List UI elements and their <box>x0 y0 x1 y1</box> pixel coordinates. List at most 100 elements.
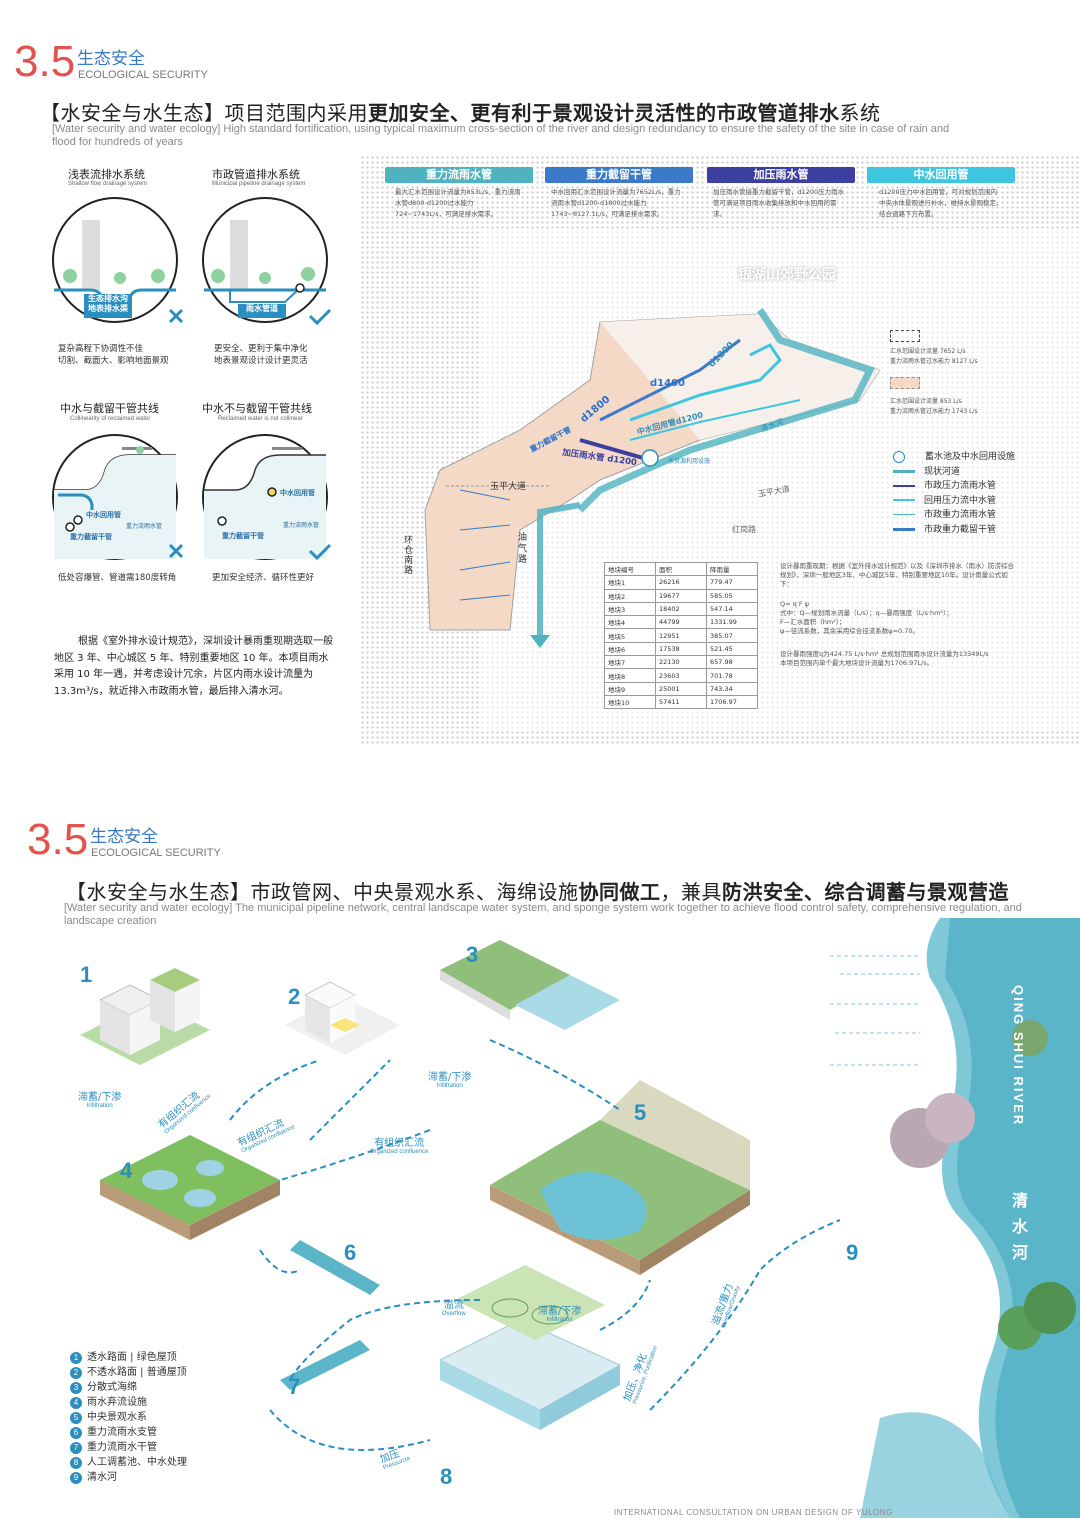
park-label: 银湖山郊野公园 <box>738 267 836 283</box>
legend-number: 1 <box>70 1352 82 1364</box>
block-3-dispersed-sponge <box>440 940 620 1030</box>
block-1-green-roof <box>80 968 210 1065</box>
pipe-desc: d1200压力中水回用管，可对规划范围内中央水体景观进行补水，维持水景观稳定，结… <box>879 188 1003 218</box>
site-plan-map <box>424 308 881 648</box>
label-road-youqi: 油气路 <box>518 533 528 565</box>
flow-label-cn: 滞蓄/下渗 <box>428 1072 472 1083</box>
table-cell: 743.34 <box>706 681 758 696</box>
legend-item: 市政重力截留干管 <box>893 523 1023 538</box>
table-cell: 26216 <box>655 575 707 590</box>
pipe-type-headers: 重力流雨水管 最大汇水范围设计流量为853L/s、重力流雨水管d800-d120… <box>385 167 1035 237</box>
flow-label-cn: 滞蓄/下渗 <box>78 1092 122 1103</box>
pipe-card: 重力流雨水管 最大汇水范围设计流量为853L/s、重力流雨水管d800-d120… <box>385 167 533 220</box>
step-number-6: 6 <box>344 1240 357 1265</box>
drainage-comparison-diagram <box>52 197 332 326</box>
table-cell: 地块6 <box>604 641 656 657</box>
panel4-label-reclaimed: 中水回用管 <box>280 489 315 497</box>
table-cell: 657.98 <box>706 655 758 670</box>
legend-label: 重力流雨水支管 <box>87 1427 157 1438</box>
table-cell: 地块4 <box>604 615 656 630</box>
step-number-5: 5 <box>634 1100 647 1125</box>
pipe-card: 加压雨水管 加压雨水管接重力截留干管，d1200压力雨水管可满足项目雨水收集排放… <box>707 167 855 220</box>
main-heading-2: 【水安全与水生态】市政管网、中央景观水系、海绵设施协同做工，兼具防洪安全、综合调… <box>66 876 1009 905</box>
label-d1400: d1400 <box>650 378 685 389</box>
panel1-label: 生态排水沟 地表排水渠 <box>88 294 128 313</box>
legend-number: 2 <box>70 1367 82 1379</box>
table-cell: 44799 <box>655 615 707 630</box>
legend-label: 清水河 <box>87 1472 117 1483</box>
heading-subtitle: [Water security and water ecology] High … <box>52 123 950 148</box>
step-number-4: 4 <box>120 1158 133 1183</box>
section-title-en-2: ECOLOGICAL SECURITY <box>91 847 221 859</box>
heading-part: 【水安全与水生态】市政管网、中央景观水系、海绵设施 <box>66 880 579 904</box>
note-formula: Q= q F ψ 式中：Q—规划雨水流量（L/s）；q—暴雨强度（L/s·hm²… <box>780 600 953 635</box>
section-number-2: 3.5 <box>27 815 89 864</box>
flow-label-cn: 滞蓄/下渗 <box>538 1306 582 1317</box>
note-result: 设计暴雨强度q为424.75 L/s·hm² 总规划范围雨水设计流量为13349… <box>780 650 989 667</box>
label-road-huancang: 环仓南路 <box>404 536 414 576</box>
label-water-facility: 水资源利用设施 <box>668 458 711 465</box>
heading-bold: 更加安全、更有利于景观设计灵活性的市政管道排水 <box>368 101 840 125</box>
panel1-title: 浅表流排水系统 <box>68 168 145 181</box>
footer-text: INTERNATIONAL CONSULTATION ON URBAN DESI… <box>614 1508 893 1517</box>
table-cell: 23603 <box>655 668 707 683</box>
legend-label: 重力流雨水干管 <box>87 1442 157 1453</box>
pipe-name: 重力截留干管 <box>545 167 693 183</box>
panel4-caption: 更加安全经济、循环性更好 <box>212 573 315 583</box>
panel3-caption: 低处容爆管、管道需180度转角 <box>58 573 177 583</box>
arrow-icon <box>893 499 915 501</box>
design-paragraph: 根据《室外排水设计规范》，深圳设计暴雨重现期选取一般地区 3 年、中心城区 5 … <box>54 636 333 697</box>
legend-item: 2 不透水路面 | 普通屋顶 <box>70 1365 187 1380</box>
legend-item: 市政重力流雨水管 <box>893 508 1023 523</box>
panel1-caption: 复杂高程下协调性不佳 切割、截面大、影响地面景观 <box>58 344 169 366</box>
legend-number: 8 <box>70 1457 82 1469</box>
flow-label-en: Overflow <box>442 1311 466 1317</box>
table-cell: 19677 <box>655 588 707 603</box>
table-cell: 521.45 <box>706 641 758 657</box>
table-cell: 701.78 <box>706 668 758 683</box>
block-5-central-water <box>490 1080 750 1275</box>
table-cell: 地块3 <box>604 601 656 617</box>
table-cell: 57411 <box>655 694 707 710</box>
table-cell: 1331.99 <box>706 615 758 630</box>
step-number-1: 1 <box>80 962 93 987</box>
section-number: 3.5 <box>14 37 76 86</box>
legend-label: 回用压力流中水管 <box>924 495 997 506</box>
table-cell: 779.47 <box>706 575 758 590</box>
main-heading: 【水安全与水生态】项目范围内采用更加安全、更有利于景观设计灵活性的市政管道排水系… <box>40 97 881 126</box>
legend-label: 市政重力流雨水管 <box>924 510 997 520</box>
table-cell: 585.05 <box>706 588 758 603</box>
check-icon <box>308 543 332 561</box>
legend-label: 不透水路面 | 普通屋顶 <box>87 1367 187 1378</box>
pipe-card: 重力截留干管 中水回用汇水范围设计流量为7652L/s，重力流雨水管d1200-… <box>545 167 693 220</box>
panel3-circle <box>52 434 178 560</box>
step-number-8: 8 <box>440 1464 453 1489</box>
legend-item: 回用压力流中水管 <box>893 494 1023 509</box>
legend-item: 9 清水河 <box>70 1470 187 1485</box>
legend-box-fill <box>890 377 920 389</box>
legend-label: 人工调蓄池、中水处理 <box>87 1457 187 1468</box>
pipe-name: 加压雨水管 <box>707 167 855 183</box>
arrow-icon <box>893 514 915 515</box>
label-road-yuping: 玉平大道 <box>490 482 527 492</box>
reclaimed-water-diagram <box>52 434 332 561</box>
table-header: 面积 <box>655 561 707 577</box>
table-cell: 地块7 <box>604 655 656 670</box>
legend-item: 8 人工调蓄池、中水处理 <box>70 1455 187 1470</box>
legend-number: 9 <box>70 1472 82 1484</box>
qingshui-river-graphic <box>830 918 1080 1518</box>
section-title-en: ECOLOGICAL SECURITY <box>78 69 208 81</box>
legend-number: 5 <box>70 1412 82 1424</box>
